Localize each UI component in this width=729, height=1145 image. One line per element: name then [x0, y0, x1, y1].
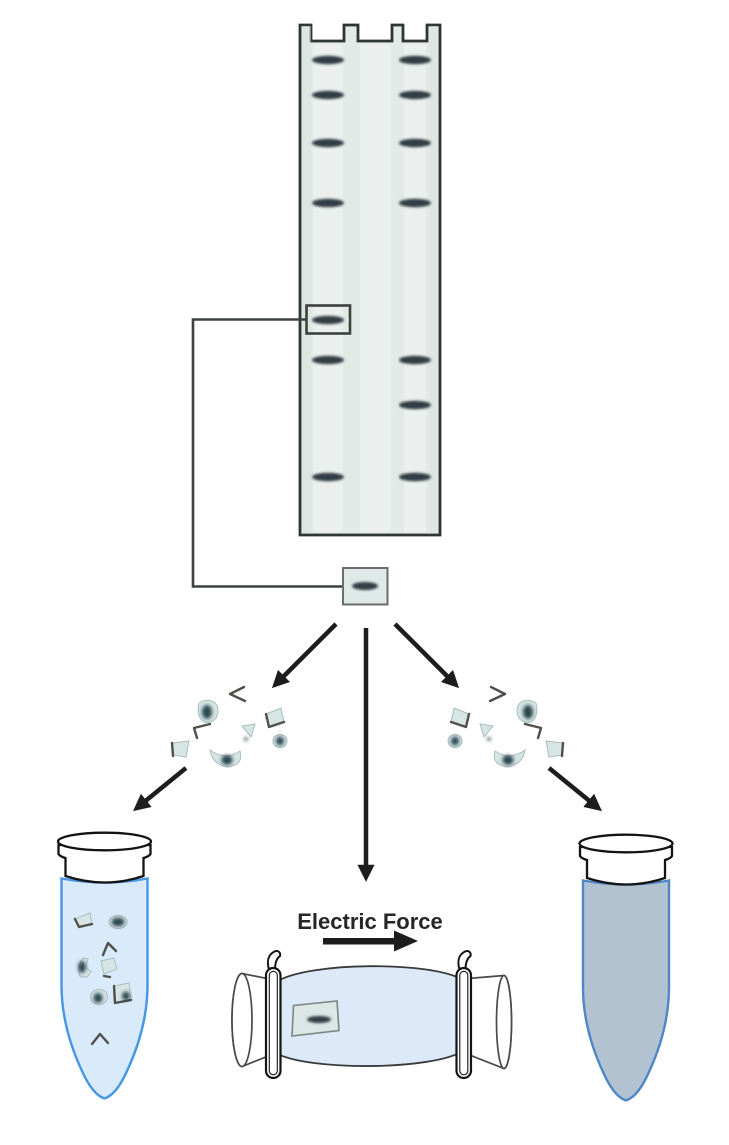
gel-lane-streak [313, 44, 343, 532]
gel-edge-shade-right [429, 26, 439, 533]
dialysis-clip-left [264, 949, 282, 1080]
gel-bands [312, 55, 431, 482]
arrow-to-crush-left-icon [271, 622, 338, 689]
gel-lane-streak [360, 44, 391, 532]
dialysis-clip-right [455, 949, 473, 1080]
gel-band [352, 582, 378, 590]
excised-slice-rect [342, 567, 389, 606]
gel-edge-shade-left [301, 26, 311, 533]
dialysis-membrane-end-right [461, 974, 513, 1070]
electric-force-arrow-icon [323, 930, 418, 952]
arrow-to-crush-right-icon [393, 622, 460, 689]
gel-band [399, 472, 431, 482]
excised-slice-band [352, 582, 378, 590]
gel-band [399, 355, 431, 365]
gel-band [399, 90, 431, 100]
gel-band [312, 472, 344, 482]
tube-liquid-dissolved [581, 879, 671, 1102]
gel-band [399, 138, 431, 148]
gel-fragments-left [170, 685, 288, 768]
gel-band [307, 1016, 331, 1023]
gel-band [312, 198, 344, 208]
gel [298, 23, 442, 537]
flow-arrows [133, 622, 602, 882]
tube-dissolved-gel [578, 833, 674, 1102]
gel-band [399, 55, 431, 65]
gel-band [312, 90, 344, 100]
gel-slice-in-bag-band [307, 1016, 331, 1023]
gel-band [312, 355, 344, 365]
tube-cap [56, 831, 153, 884]
gel-band [399, 198, 431, 208]
tube-liquid-crushed [60, 877, 149, 1100]
arrow-to-tube-right-icon [547, 766, 602, 812]
tube-fragments [73, 912, 133, 1046]
electroelution-setup: Electric Force [231, 909, 513, 1080]
electric-force-label: Electric Force [297, 909, 443, 934]
tube-crushed-gel [56, 831, 153, 1100]
gel-band [312, 55, 344, 65]
gel-band [399, 400, 431, 410]
gel-band [312, 315, 344, 325]
excised-gel-slice [342, 567, 389, 606]
gel-fragments-right [448, 687, 563, 767]
gel-lane-streak [404, 44, 426, 532]
tube-cap [578, 833, 674, 886]
gel-band [312, 138, 344, 148]
arrow-to-tube-left-icon [133, 766, 188, 812]
connector-line [191, 318, 343, 588]
